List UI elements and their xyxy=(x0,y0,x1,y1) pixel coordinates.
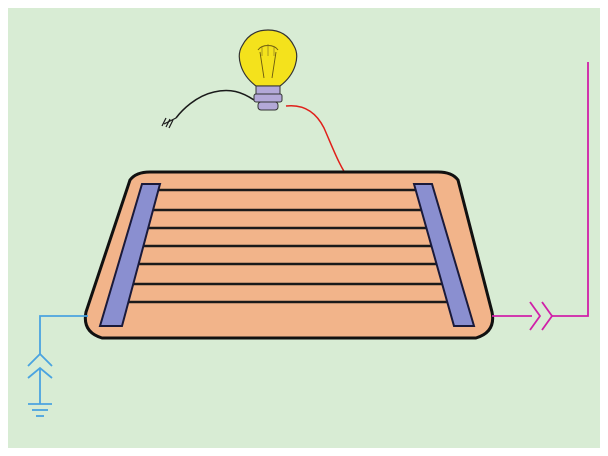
left-electrode xyxy=(98,183,162,327)
ground-icon xyxy=(28,403,52,417)
black-wire xyxy=(175,89,255,119)
plate-layers xyxy=(116,188,454,304)
right-electrode xyxy=(412,183,476,327)
plate-body xyxy=(83,170,495,340)
left-circuit xyxy=(27,315,88,417)
bulb-icon xyxy=(238,29,298,111)
right-circuit xyxy=(492,62,589,331)
wire-end-icon xyxy=(161,117,177,129)
